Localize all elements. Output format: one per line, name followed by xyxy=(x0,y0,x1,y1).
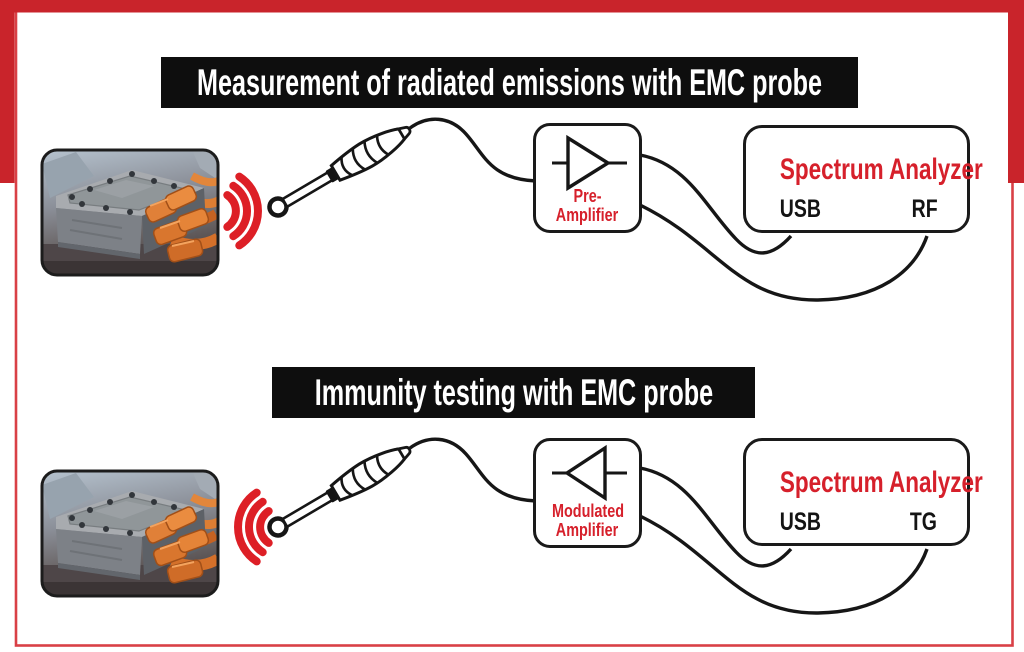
title-banner-immunity: Immunity testing with EMC probe xyxy=(272,367,755,418)
title-text-emissions: Measurement of radiated emissions with E… xyxy=(197,61,822,103)
emc-probe-icon-top xyxy=(264,118,416,222)
spectrum-analyzer-title-top: Spectrum Analyzer xyxy=(779,153,983,186)
tg-port-label: TG xyxy=(910,508,938,536)
cable-preamp-to-usb xyxy=(639,153,793,255)
cable-probe-to-modamp xyxy=(409,437,537,503)
modulated-amplifier-box: Modulated Amplifier xyxy=(533,438,642,548)
spectrum-analyzer-ports-bottom: USB TG xyxy=(746,510,967,535)
preamplifier-symbol-icon xyxy=(552,134,627,192)
frame-left-band xyxy=(0,0,15,183)
modulated-amplifier-label: Modulated Amplifier xyxy=(536,502,639,540)
immunity-waves-icon xyxy=(234,488,273,566)
preamplifier-label-line1: Pre- xyxy=(573,186,602,206)
frame-right-band xyxy=(1008,0,1024,183)
usb-port-label-bottom: USB xyxy=(779,508,821,536)
title-banner-emissions: Measurement of radiated emissions with E… xyxy=(161,57,858,108)
modulated-amplifier-label-line1: Modulated xyxy=(551,501,624,521)
dut-photo-top xyxy=(42,150,220,275)
modulated-amplifier-label-line2: Amplifier xyxy=(556,520,619,540)
usb-port-label-top: USB xyxy=(779,195,821,223)
modulated-amplifier-symbol-icon xyxy=(552,444,627,502)
spectrum-analyzer-box-top: Spectrum Analyzer USB RF xyxy=(743,125,983,233)
cable-modamp-to-usb xyxy=(639,466,793,568)
radiated-emission-waves-icon xyxy=(223,172,262,250)
preamplifier-label-line2: Amplifier xyxy=(556,205,619,225)
cable-modamp-to-tg xyxy=(639,514,929,615)
rf-port-label: RF xyxy=(911,195,938,223)
title-text-immunity: Immunity testing with EMC probe xyxy=(314,371,713,413)
spectrum-analyzer-title-bottom: Spectrum Analyzer xyxy=(779,466,983,499)
cable-probe-to-preamp xyxy=(409,117,537,183)
spectrum-analyzer-ports-top: USB RF xyxy=(746,197,967,222)
spectrum-analyzer-box-bottom: Spectrum Analyzer USB TG xyxy=(743,438,983,546)
frame-top-band xyxy=(0,0,1024,13)
emc-probe-icon-bottom xyxy=(264,438,416,542)
preamplifier-label: Pre- Amplifier xyxy=(536,187,639,225)
cable-preamp-to-rf xyxy=(639,203,929,302)
preamplifier-box: Pre- Amplifier xyxy=(533,123,642,233)
dut-photo-bottom xyxy=(42,471,220,596)
